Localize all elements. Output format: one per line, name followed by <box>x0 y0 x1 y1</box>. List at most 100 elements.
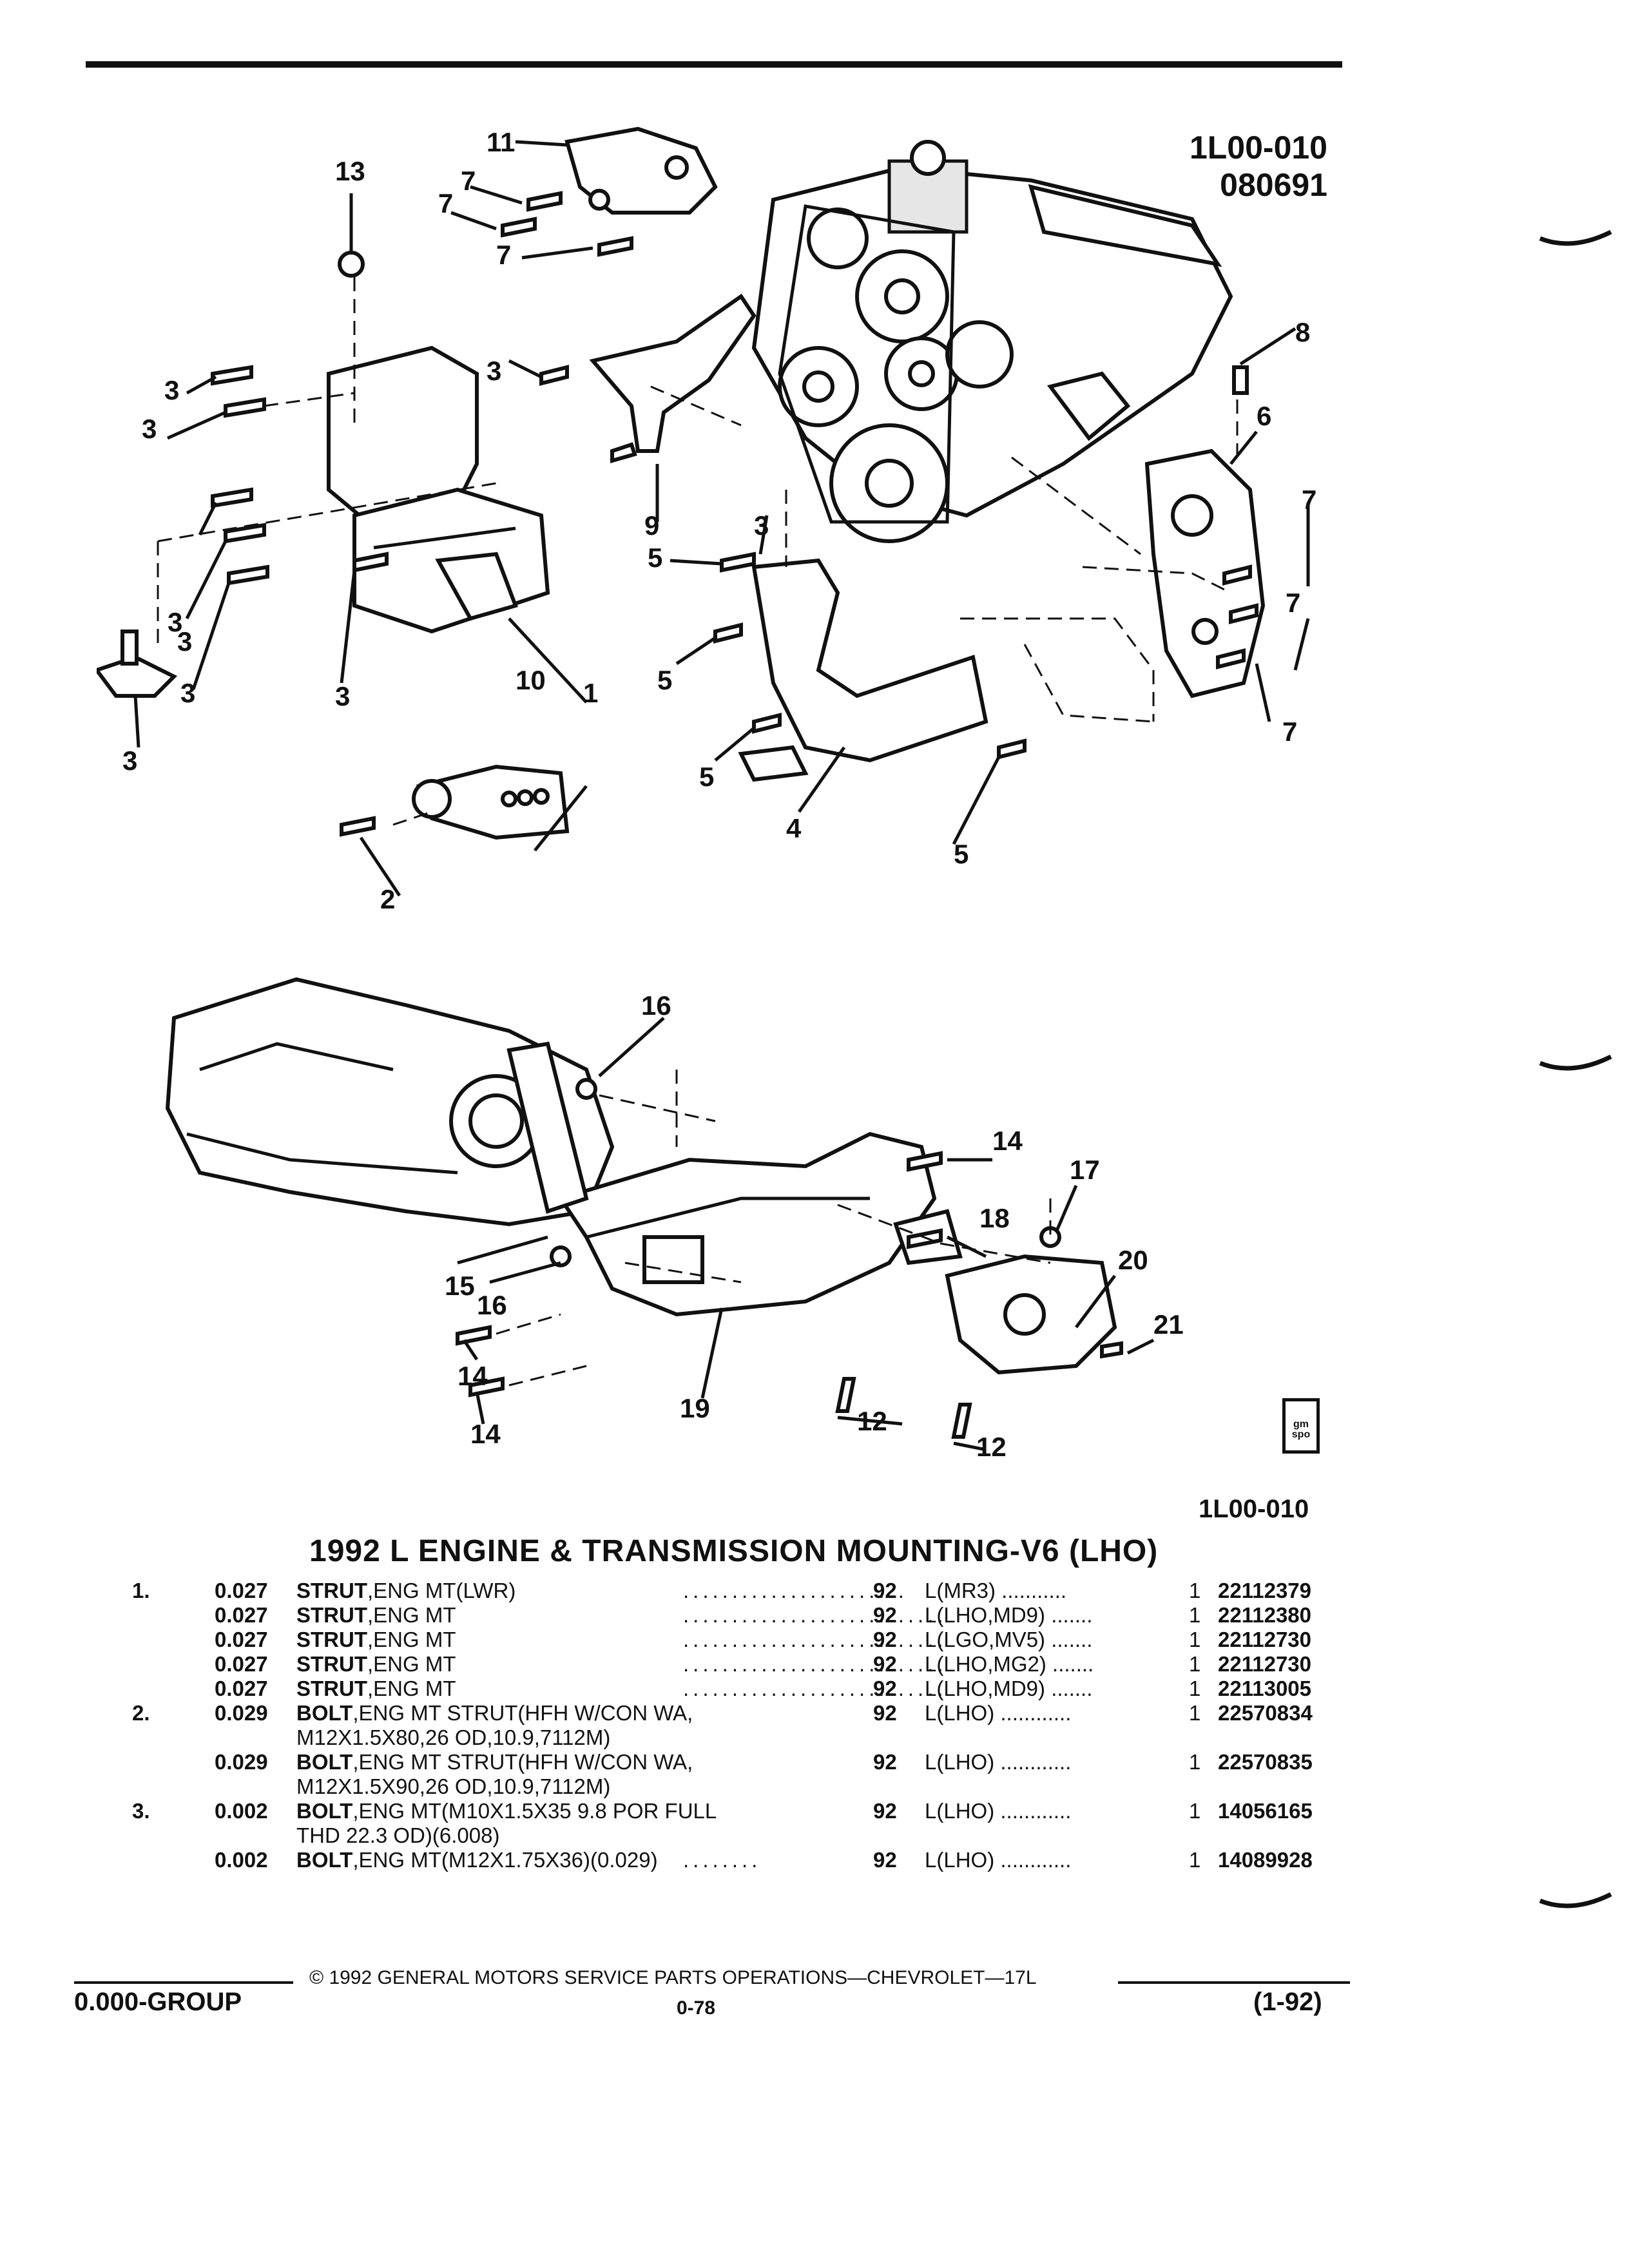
group-label: 0.000-GROUP <box>74 1988 242 2016</box>
part-detail-continued: M12X1.5X80,26 OD,10.9,7112M) <box>296 1725 611 1749</box>
part-name: BOLT <box>296 1750 353 1774</box>
part-number: 14056165 <box>1218 1799 1313 1823</box>
model-year: 92 <box>873 1750 897 1774</box>
application: L(LHO,MG2) ....... <box>925 1652 1094 1676</box>
binder-mark-2 <box>1539 1054 1612 1071</box>
part-number: 22570835 <box>1218 1750 1313 1774</box>
alignment-lines-upper <box>157 277 1239 826</box>
model-year: 92 <box>873 1701 897 1725</box>
group-number: 0.027 <box>215 1579 268 1602</box>
callout-3d: 3 <box>754 510 769 541</box>
part-description: BOLT,ENG MT(M12X1.75X36)(0.029) <box>296 1848 658 1872</box>
callout-1: 1 <box>583 678 598 708</box>
callout-12b: 12 <box>976 1432 1007 1462</box>
revision-label: (1-92) <box>1253 1988 1322 2016</box>
callout-16a: 16 <box>641 990 671 1021</box>
callout-2: 2 <box>380 884 395 914</box>
part-description: STRUT,ENG MT <box>296 1628 456 1652</box>
callout-3i: 3 <box>335 681 350 711</box>
quantity: 1 <box>1189 1701 1201 1725</box>
callout-10: 10 <box>516 665 546 695</box>
leader-dots: ........ <box>683 1848 762 1872</box>
quantity: 1 <box>1189 1579 1201 1602</box>
footer-rule-left <box>74 1981 293 1984</box>
callout-8: 8 <box>1295 317 1310 347</box>
callout-5d: 5 <box>954 839 969 869</box>
callout-3b: 3 <box>142 414 157 444</box>
part-name: BOLT <box>296 1701 353 1725</box>
part-19-mount-bracket <box>557 1131 937 1317</box>
binder-mark-1 <box>1539 229 1612 246</box>
model-year: 92 <box>873 1652 897 1676</box>
engine-assembly <box>751 140 1233 543</box>
exploded-parts-diagram: 11 13 7 7 7 8 6 7 7 7 3 3 3 9 3 3 3 3 3 … <box>97 126 1316 1462</box>
part-detail-continued: M12X1.5X90,26 OD,10.9,7112M) <box>296 1774 611 1798</box>
leader-lines-lower <box>457 1017 1155 1452</box>
copyright-text: © 1992 GENERAL MOTORS SERVICE PARTS OPER… <box>309 1967 1037 1988</box>
part-name: STRUT <box>296 1579 367 1602</box>
callout-6: 6 <box>1257 401 1271 431</box>
callout-21: 21 <box>1153 1309 1184 1340</box>
callout-4: 4 <box>786 813 802 843</box>
part-description: STRUT,ENG MT <box>296 1603 456 1628</box>
quantity: 1 <box>1189 1799 1201 1823</box>
top-rule <box>86 61 1342 68</box>
part-13-nut <box>338 251 365 278</box>
group-number: 0.029 <box>215 1750 268 1774</box>
group-number: 0.002 <box>215 1799 268 1823</box>
callout-7d: 7 <box>1302 485 1316 515</box>
part-description: STRUT,ENG MT <box>296 1652 456 1677</box>
part-description: STRUT,ENG MT(LWR) <box>296 1579 516 1603</box>
upper-mount-block <box>327 345 550 634</box>
item-number: 1. <box>132 1579 150 1602</box>
application: L(MR3) ........... <box>925 1579 1067 1602</box>
illustration-header: 1L00-010 080691 <box>1166 129 1327 204</box>
part-description: BOLT,ENG MT STRUT(HFH W/CON WA, <box>296 1750 693 1774</box>
model-year: 92 <box>873 1848 897 1872</box>
quantity: 1 <box>1189 1628 1201 1651</box>
part-name: BOLT <box>296 1799 353 1823</box>
application: L(LHO) ............ <box>925 1848 1072 1872</box>
callout-12a: 12 <box>857 1406 887 1436</box>
callout-7e: 7 <box>1286 588 1300 618</box>
quantity: 1 <box>1189 1652 1201 1676</box>
callout-20: 20 <box>1118 1245 1148 1275</box>
gm-spo-logo: gm spo <box>1282 1398 1320 1454</box>
callout-13: 13 <box>335 156 365 186</box>
footer-rule-right <box>1118 1981 1350 1984</box>
callout-7c: 7 <box>496 240 511 270</box>
group-number: 0.002 <box>215 1848 268 1872</box>
part-number: 22113005 <box>1218 1677 1312 1700</box>
part-4-bracket <box>738 558 988 782</box>
callout-17: 17 <box>1070 1155 1100 1185</box>
quantity: 1 <box>1189 1603 1201 1627</box>
part-detail: ,ENG MT <box>367 1652 456 1676</box>
model-year: 92 <box>873 1799 897 1823</box>
group-number: 0.027 <box>215 1652 268 1676</box>
part-1-strut <box>412 764 570 840</box>
callout-3e: 3 <box>168 607 182 637</box>
part-detail: ,ENG MT STRUT(HFH W/CON WA, <box>352 1750 693 1774</box>
leader-dots: ........................... <box>683 1652 947 1676</box>
part-number: 22112379 <box>1218 1579 1312 1602</box>
part-detail: ,ENG MT(LWR) <box>367 1579 516 1602</box>
model-year: 92 <box>873 1603 897 1627</box>
callout-18: 18 <box>979 1203 1010 1233</box>
callout-3h: 3 <box>122 745 137 776</box>
part-9-bracket <box>589 293 757 453</box>
part-detail: ,ENG MT(M10X1.5X35 9.8 POR FULL <box>352 1799 717 1823</box>
callout-7f: 7 <box>1282 716 1297 747</box>
application: L(LGO,MV5) ....... <box>925 1628 1093 1651</box>
group-number: 0.027 <box>215 1677 268 1700</box>
part-name: STRUT <box>296 1628 367 1651</box>
part-3-bracket <box>97 629 178 698</box>
group-number: 0.027 <box>215 1603 268 1627</box>
part-detail: ,ENG MT <box>367 1603 456 1627</box>
callout-7b: 7 <box>438 188 453 218</box>
